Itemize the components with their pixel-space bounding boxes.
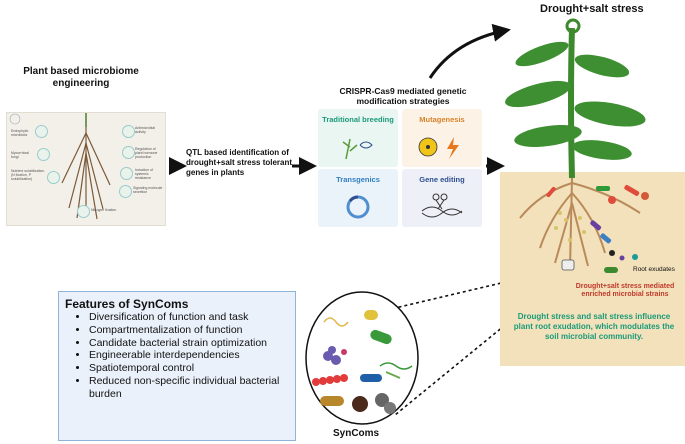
features-list: Diversification of function and task Com… [59,311,295,401]
feature-item: Reduced non-specific individual bacteria… [89,375,295,401]
panel-item: Induction of systemic resistance [135,168,154,180]
resistance-icon [120,167,133,180]
features-title: Features of SynComs [65,297,189,311]
feature-item: Compartmentalization of function [89,324,295,337]
soil-panel [500,172,685,366]
radiation-icon [418,137,459,159]
traditional-breeding-box: Traditional breeding [318,109,398,167]
qtl-label: QTL based identification of drought+salt… [186,148,293,177]
arrow-to-stress [428,23,511,79]
feature-item: Engineerable interdependencies [89,349,295,362]
feature-item: Diversification of function and task [89,311,295,324]
mutagenesis-box: Mutagenesis [402,109,482,167]
panel-item: Nutrient solubilization (N fixation, P s… [11,169,45,181]
plasmid-icon [346,195,370,219]
panel-item: Signaling molecule secretion [133,186,163,194]
syncoms-label: SynComs [333,428,380,439]
signaling-icon [119,185,132,198]
microbiome-engineering-panel: Endophytic microbiota Mycorrhizal fungi … [6,101,166,226]
syncoms-circle [305,291,419,425]
syncoms-features-box: Features of SynComs Diversification of f… [58,291,296,441]
antimicrobial-icon [122,125,135,138]
panel-item: Mycorrhizal fungi [11,151,29,159]
microbe-icon [35,125,48,138]
panel-item: Antimicrobial activity [135,126,156,134]
scissors-dna-icon [421,193,463,218]
box-title: Mutagenesis [419,115,465,124]
box-title: Gene editing [419,175,465,184]
gene-editing-box: Gene editing [402,169,482,227]
stressed-plant-illustration [505,18,649,273]
panel-item: Endophytic microbiota [11,129,29,137]
panel-item: Regulation of plant hormone production [135,147,158,159]
root-exudates-label: Root exudates [633,266,675,273]
box-title: Transgenics [336,175,380,184]
nitrogen-icon [77,205,90,218]
feature-item: Spatiotemporal control [89,362,295,375]
drought-salt-stress-title: Drought+salt stress [540,3,644,15]
hormone-icon [122,146,135,159]
plant-microbiome-title: Plant based microbiome engineering [23,66,139,89]
crispr-title: CRISPR-Cas9 mediated genetic modificatio… [339,86,467,106]
nutrient-icon [47,171,60,184]
root-exudation-statement: Drought stress and salt stress influence… [513,312,675,341]
panel-item: Nitrogen fixation [91,208,117,212]
feature-item: Candidate bacterial strain optimization [89,337,295,350]
transgenics-box: Transgenics [318,169,398,227]
enriched-strains-label: Drought+salt stress mediated enriched mi… [575,283,675,298]
fungi-icon [37,148,50,161]
plant-dna-icon [342,138,373,160]
box-title: Traditional breeding [322,115,394,124]
